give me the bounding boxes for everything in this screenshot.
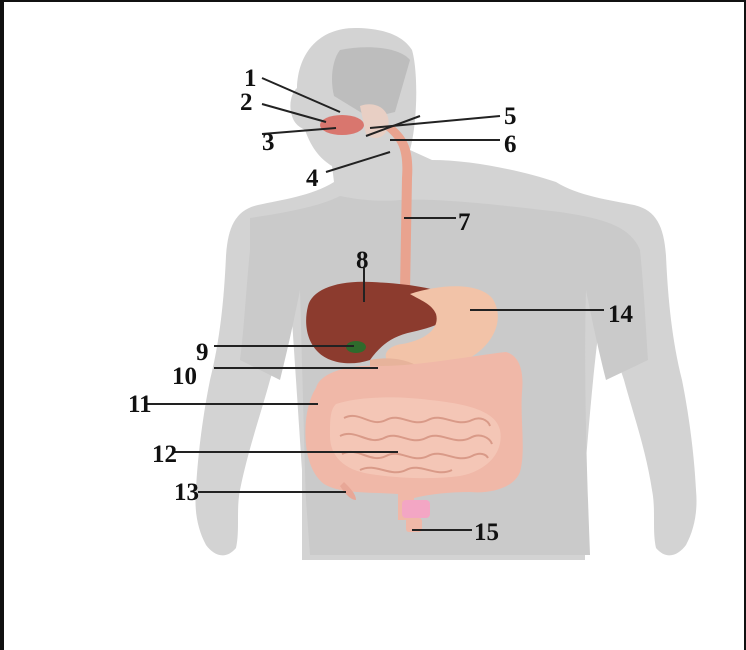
label-7: 7 <box>458 209 471 236</box>
label-1: 1 <box>244 65 257 92</box>
mouth-tongue <box>320 115 364 135</box>
label-10: 10 <box>172 363 197 390</box>
label-11: 11 <box>128 391 152 418</box>
label-2: 2 <box>240 89 253 116</box>
label-9: 9 <box>196 339 209 366</box>
label-13: 13 <box>174 479 199 506</box>
label-4: 4 <box>306 165 319 192</box>
label-14: 14 <box>608 301 634 328</box>
label-12: 12 <box>152 441 177 468</box>
rectum <box>402 500 430 518</box>
small-intestine <box>330 397 501 478</box>
label-8: 8 <box>356 247 369 274</box>
label-15: 15 <box>474 519 499 546</box>
label-3: 3 <box>262 129 275 156</box>
label-6: 6 <box>504 131 517 158</box>
label-5: 5 <box>504 103 517 130</box>
